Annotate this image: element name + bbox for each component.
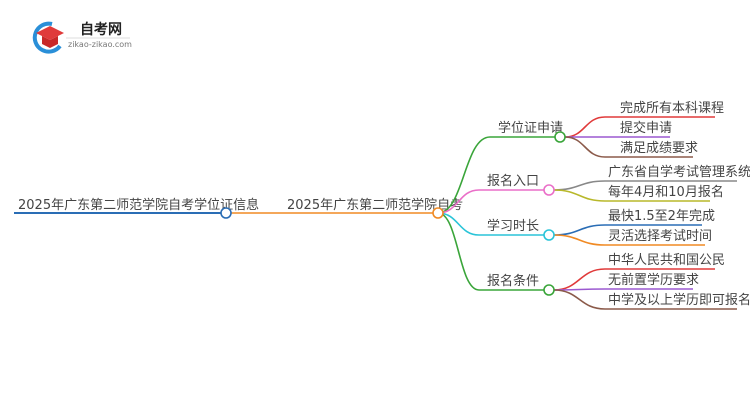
center-node-handle[interactable]: [432, 207, 444, 219]
root-node-label[interactable]: 2025年广东第二师范学院自考学位证信息: [18, 197, 259, 213]
center-node-label[interactable]: 2025年广东第二师范学院自考: [287, 197, 463, 213]
branch-connector: [437, 212, 480, 291]
leaf-node-label[interactable]: 无前置学历要求: [608, 272, 699, 288]
leaf-node-label[interactable]: 广东省自学考试管理系统: [608, 164, 750, 180]
leaf-node-label[interactable]: 提交申请: [620, 120, 672, 136]
branch-node-handle[interactable]: [543, 184, 555, 196]
leaf-connector: [564, 116, 606, 138]
branch-node-handle[interactable]: [543, 284, 555, 296]
leaf-connector: [553, 189, 606, 202]
leaf-node-label[interactable]: 每年4月和10月报名: [608, 184, 724, 200]
leaf-connector: [553, 234, 606, 246]
leaf-node-label[interactable]: 灵活选择考试时间: [608, 229, 712, 244]
branch-node-label[interactable]: 学位证申请: [498, 120, 563, 136]
leaf-connector: [553, 224, 606, 236]
leaf-node-label[interactable]: 中华人民共和国公民: [608, 253, 725, 268]
branch-node-label[interactable]: 报名入口: [487, 173, 539, 189]
logo-title: 自考网: [80, 21, 122, 38]
branch-node-handle[interactable]: [543, 229, 555, 241]
leaf-connector: [564, 136, 606, 158]
leaf-connector: [553, 180, 606, 191]
logo: 自考网 zikao-zikao.com: [32, 21, 132, 54]
leaf-node-label[interactable]: 中学及以上学历即可报名: [608, 292, 750, 308]
leaf-node-label[interactable]: 满足成绩要求: [620, 141, 698, 156]
logo-ring-icon: [32, 21, 62, 54]
branch-node-label[interactable]: 报名条件: [487, 273, 539, 289]
leaf-connector: [553, 289, 606, 310]
branch-node-label[interactable]: 学习时长: [487, 218, 539, 234]
logo-subtitle: zikao-zikao.com: [68, 40, 132, 49]
leaf-connector: [553, 268, 606, 291]
root-node-handle[interactable]: [220, 207, 232, 219]
leaf-node-label[interactable]: 完成所有本科课程: [620, 101, 724, 116]
branch-connector: [437, 136, 491, 214]
branch-node-handle[interactable]: [554, 131, 566, 143]
leaf-node-label[interactable]: 最快1.5至2年完成: [608, 209, 715, 224]
